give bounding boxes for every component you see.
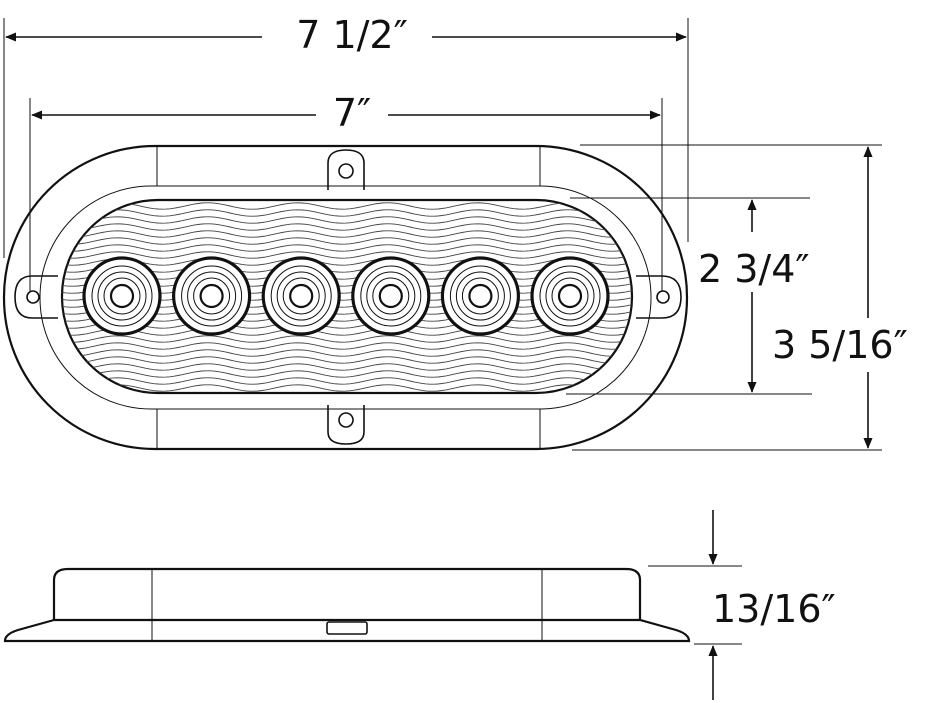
overall-length-label: 7 1/2″ [296, 13, 408, 57]
led-ring [461, 277, 499, 315]
lens-ripple-line [62, 363, 632, 371]
led-ring [91, 265, 153, 327]
led-ring [276, 271, 326, 321]
mounting-tab-top [327, 149, 365, 190]
lens-ripple-line [62, 216, 632, 224]
lens-ripple-line [62, 342, 632, 350]
led-ring [187, 271, 237, 321]
led-backing [441, 257, 520, 335]
lens-height-label: 2 3/4″ [698, 247, 810, 291]
led-5 [440, 256, 520, 336]
led-ring [545, 271, 595, 321]
led-6 [530, 256, 610, 336]
dimension-overall-height: 3 5/16″ [572, 144, 908, 451]
flange-inner-outline [39, 185, 652, 410]
dimension-depth: 13/16″ [648, 510, 836, 700]
led-backing [351, 257, 430, 335]
led-2 [172, 256, 252, 336]
led-ring [440, 256, 520, 336]
led-4 [351, 256, 431, 336]
led-ring [557, 283, 583, 309]
led-ring [530, 256, 610, 336]
side-tab [326, 621, 368, 635]
overall-height-label: 3 5/16″ [772, 323, 908, 367]
lens-ripple-line [62, 251, 632, 259]
led-backing [172, 257, 251, 335]
led-ring [261, 256, 341, 336]
led-ring [172, 256, 252, 336]
led-ring [82, 256, 162, 336]
led-ring [193, 277, 231, 315]
side-view [3, 567, 691, 643]
led-ring [372, 277, 410, 315]
led-ring [455, 271, 505, 321]
led-ring [468, 283, 493, 309]
lens-ripple-line [62, 244, 632, 252]
led-ring [351, 256, 431, 336]
lens-ripple-line [62, 370, 632, 378]
lens-ripple-line [62, 328, 632, 336]
lens-outline [60, 198, 634, 395]
side-dome [52, 567, 642, 620]
led-ring [289, 283, 314, 309]
led-ring [539, 265, 601, 327]
lens-ripple-line [62, 349, 632, 357]
lens-ripple-line [62, 356, 632, 364]
lens-length-label: 7″ [333, 91, 371, 135]
led-ring [109, 283, 135, 309]
side-flange [3, 618, 691, 643]
lens-ripple-line [62, 237, 632, 245]
top-view [2, 144, 689, 451]
dimension-lens-height: 2 3/4″ [566, 197, 812, 395]
led-ring [103, 277, 141, 315]
mounting-tab-left [14, 275, 58, 319]
led-ring [360, 265, 422, 327]
housing-outline [2, 144, 689, 451]
led-ring [551, 277, 589, 315]
led-ring [270, 265, 332, 327]
mounting-tab-right [636, 275, 682, 319]
led-backing [83, 257, 161, 335]
led-row [82, 256, 610, 336]
led-ring [366, 271, 416, 321]
lens-ripple-line [62, 377, 632, 385]
lens-ripple-line [62, 258, 632, 266]
lens-ripple-line [62, 230, 632, 238]
mounting-tab-bottom [327, 405, 365, 445]
dimension-lens-length: 7″ [29, 91, 663, 292]
led-backing [531, 257, 609, 335]
led-ring [449, 265, 511, 327]
led-3 [261, 256, 341, 336]
led-ring [181, 265, 243, 327]
lens-ripple-line [62, 384, 632, 392]
led-1 [82, 256, 162, 336]
depth-label: 13/16″ [712, 587, 836, 631]
lens-ripple-line [62, 202, 632, 210]
led-ring [199, 283, 224, 309]
led-ring [282, 277, 320, 315]
lens-ripple-line [62, 223, 632, 231]
led-ring [97, 271, 147, 321]
led-ring [378, 283, 403, 309]
lens-ripple-line [62, 209, 632, 217]
led-backing [262, 257, 341, 335]
lens-ripple-line [62, 335, 632, 343]
dimension-overall-length: 7 1/2″ [3, 13, 689, 258]
